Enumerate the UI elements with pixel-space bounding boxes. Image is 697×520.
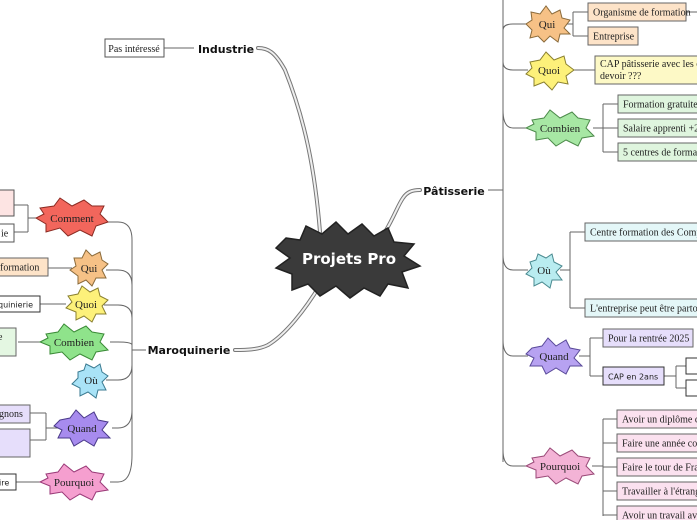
maroquinerie-qui-label: Qui [81, 263, 98, 275]
patisserie-quoi-item-text: CAP pâtisserie avec les co [600, 59, 697, 70]
patisserie-qui-label: Qui [539, 19, 556, 31]
maroquinerie-quoi-item-text: quinierie [0, 301, 33, 310]
maroquinerie-ou-label: Où [84, 375, 98, 387]
patisserie-quand-item[interactable] [602, 366, 665, 386]
maroquinerie-pourquoi-item-text: ire [0, 479, 9, 488]
patisserie-combien-node[interactable]: Combien [524, 109, 596, 147]
maroquinerie-pourquoi-item[interactable] [0, 473, 17, 491]
maroquinerie-qui-item[interactable] [0, 257, 49, 277]
central-title: Projets Pro [302, 250, 396, 268]
maroquinerie-qui-node[interactable]: Qui [69, 249, 109, 287]
maroquinerie-quoi-item[interactable] [0, 295, 41, 313]
maroquinerie-quand-label: Quand [67, 423, 97, 435]
patisserie-pourquoi-item[interactable] [616, 433, 697, 453]
maroquinerie-combien-node[interactable]: Combien [38, 323, 110, 361]
patisserie-ou-item-text: L'entreprise peut être partou [590, 304, 697, 315]
patisserie-qui-node[interactable]: Qui [525, 5, 572, 43]
patisserie-pourquoi-item-text: Avoir un travail ave [622, 511, 697, 520]
patisserie-quand-node[interactable]: Quand [525, 337, 584, 375]
patisserie-ou-item-text: Centre formation des Compa [590, 228, 697, 239]
branch-industrie[interactable]: Industrie [198, 43, 254, 56]
patisserie-ou-node[interactable]: Où [525, 253, 563, 289]
patisserie-quand-subitem[interactable] [685, 379, 697, 397]
branch-maroquinerie[interactable]: Maroquinerie [148, 344, 231, 357]
patisserie-ou-item[interactable] [584, 298, 697, 318]
central-node[interactable]: Projets Pro [274, 220, 422, 299]
patisserie-combien-item[interactable] [617, 142, 697, 162]
patisserie-combien-item[interactable] [617, 94, 697, 114]
patisserie-quoi-label: Quoi [538, 65, 560, 77]
patisserie-quoi-node[interactable]: Quoi [525, 51, 575, 91]
maroquinerie-quoi-label: Quoi [75, 299, 97, 311]
maroquinerie-combien-label: Combien [54, 337, 95, 349]
patisserie-pourquoi-item-text: Faire le tour de Fra [622, 463, 697, 474]
branch-patisserie[interactable]: Pâtisserie [423, 185, 484, 198]
maroquinerie-pourquoi-node[interactable]: Pourquoi [38, 463, 110, 501]
patisserie-qui-item-text: Entreprise [593, 32, 635, 43]
maroquinerie-quand-item[interactable] [0, 428, 31, 458]
patisserie-pourquoi-node[interactable]: Pourquoi [524, 447, 596, 485]
maroquinerie-comment-item-text: ie [1, 229, 9, 240]
maroquinerie-combien-item-text: e [0, 332, 3, 343]
patisserie-qui-item[interactable] [587, 26, 639, 46]
patisserie-pourquoi-item-text: Faire une année com [622, 439, 697, 450]
maroquinerie-ou-node[interactable]: Où [71, 363, 109, 399]
maroquinerie-quand-item-text: gnons [0, 409, 23, 420]
maroquinerie-quoi-node[interactable]: Quoi [65, 285, 109, 323]
industrie-note-box[interactable] [104, 38, 165, 58]
maroquinerie-comment-label: Comment [50, 213, 93, 225]
connector-industrie [256, 46, 322, 234]
patisserie-pourquoi-item-text: Avoir un diplôme d [622, 415, 697, 426]
patisserie-qui-item[interactable] [587, 2, 687, 22]
branch-connectors [233, 46, 422, 352]
patisserie-pourquoi-item-text: Travailler à l'étrang [622, 487, 697, 498]
patisserie-combien-item-text: Formation gratuite [623, 100, 697, 111]
connector-patisserie [383, 188, 422, 234]
patisserie-quoi-item-text: devoir ??? [600, 71, 642, 82]
patisserie-combien-item-text: 5 centres de format [623, 148, 697, 159]
patisserie-pourquoi-item[interactable] [616, 505, 697, 520]
patisserie-qui-item-text: Organisme de formation [593, 8, 691, 19]
patisserie-quand-label: Quand [539, 351, 569, 363]
maroquinerie-pourquoi-label: Pourquoi [54, 477, 94, 489]
maroquinerie-comment-item[interactable] [0, 189, 15, 217]
patisserie-pourquoi-item[interactable] [616, 457, 697, 477]
patisserie-pourquoi-item[interactable] [616, 481, 697, 501]
patisserie-combien-item[interactable] [617, 118, 697, 138]
patisserie-pourquoi-label: Pourquoi [540, 461, 580, 473]
patisserie-ou-label: Où [537, 265, 551, 277]
patisserie-quoi-item[interactable] [594, 55, 697, 85]
patisserie-pourquoi-item[interactable] [616, 409, 697, 429]
maroquinerie-quand-node[interactable]: Quand [53, 409, 112, 447]
patisserie-quand-item[interactable] [602, 328, 694, 348]
maroquinerie-comment-node[interactable]: Comment [34, 197, 109, 237]
sub-connectors [14, 0, 697, 516]
maroquinerie-qui-item-text: formation [0, 263, 39, 274]
patisserie-quand-item-text: CAP en 2ans [608, 373, 658, 382]
maroquinerie-comment-item[interactable] [0, 223, 15, 243]
connector-maroquinerie [233, 283, 322, 352]
patisserie-combien-item-text: Salaire apprenti +2 [623, 124, 697, 135]
patisserie-ou-item[interactable] [584, 222, 697, 242]
maroquinerie-quand-item[interactable] [0, 404, 31, 424]
patisserie-combien-label: Combien [540, 123, 581, 135]
patisserie-quand-item-text: Pour la rentrée 2025 [608, 334, 689, 345]
maroquinerie-combien-item[interactable] [0, 327, 17, 357]
patisserie-quand-subitem[interactable] [685, 357, 697, 375]
industrie-note: Pas intéressé [108, 44, 160, 55]
